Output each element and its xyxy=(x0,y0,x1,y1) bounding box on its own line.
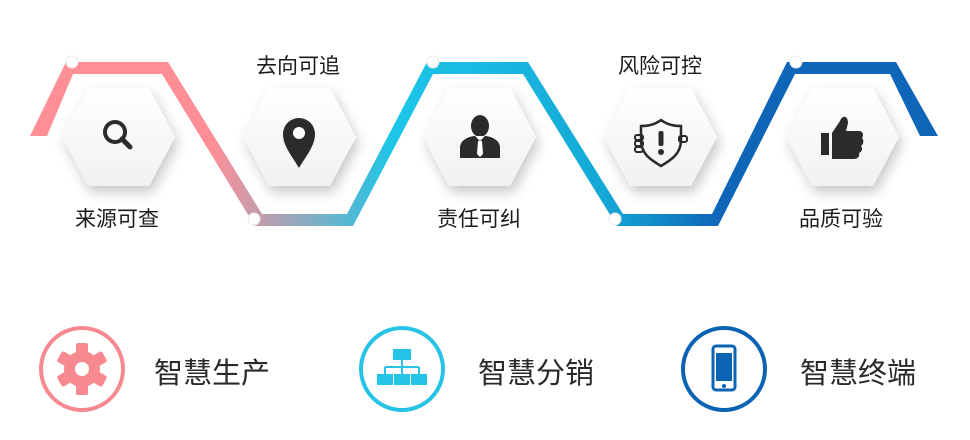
search-icon xyxy=(103,120,133,150)
joint-dot xyxy=(65,55,79,69)
joint-dot xyxy=(247,212,261,226)
step-label-responsibility: 责任可纠 xyxy=(437,207,521,231)
smartphone-icon xyxy=(711,344,737,392)
step-label-source: 来源可查 xyxy=(75,207,159,231)
feature-circle-terminal xyxy=(681,326,767,412)
zigzag-band xyxy=(30,62,938,226)
feature-label-production: 智慧生产 xyxy=(154,356,271,390)
feature-label-terminal: 智慧终端 xyxy=(800,356,917,390)
feature-circle-distribution xyxy=(359,326,445,412)
feature-circle-production xyxy=(39,326,125,412)
step-label-quality: 品质可验 xyxy=(799,207,883,231)
step-label-destination: 去向可追 xyxy=(256,54,340,78)
step-label-risk: 风险可控 xyxy=(618,54,702,78)
hexagon-1 xyxy=(62,88,175,186)
joint-dot xyxy=(426,55,440,69)
joint-dots xyxy=(65,55,803,226)
thumbs-up-icon xyxy=(821,116,864,159)
feature-label-distribution: 智慧分销 xyxy=(478,356,595,390)
shield-alert-icon xyxy=(634,118,688,168)
joint-dot xyxy=(789,55,803,69)
gear-icon xyxy=(57,343,107,395)
org-chart-icon xyxy=(377,349,427,385)
joint-dot xyxy=(608,212,622,226)
location-pin-icon xyxy=(283,118,315,168)
person-icon xyxy=(460,115,500,158)
